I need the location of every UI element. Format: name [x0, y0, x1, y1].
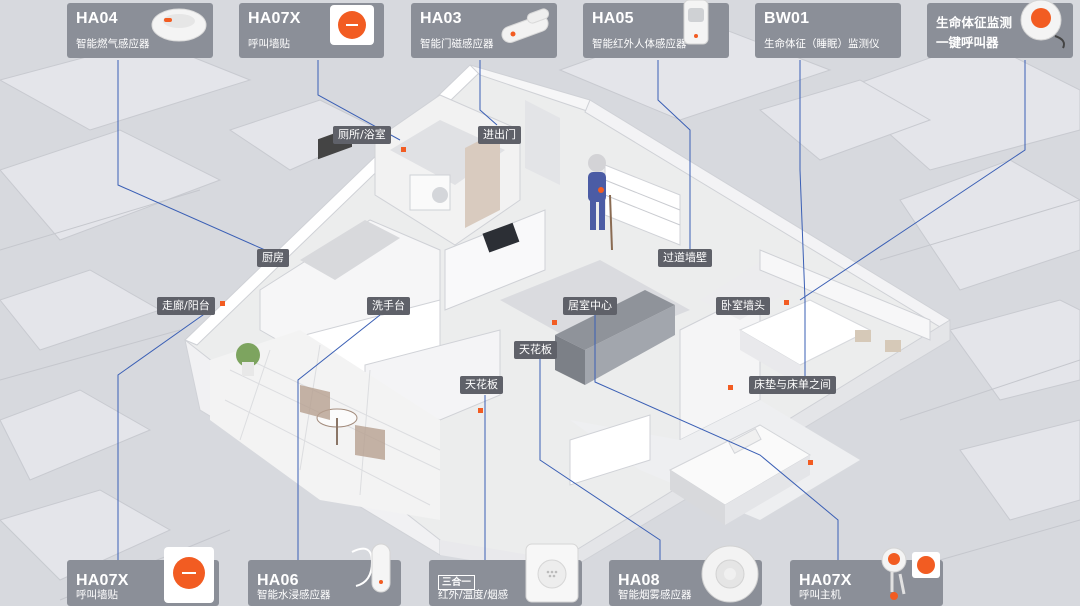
room-tag-ceiling-1: 天花板 — [514, 341, 557, 359]
vital-sign-pendant-icon — [1020, 0, 1065, 49]
three-in-one-sensor-icon — [525, 543, 579, 603]
room-tag-balcony: 走廊/阳台 — [157, 297, 215, 315]
device-badge: 三合一 — [438, 572, 476, 590]
device-model: HA07X — [248, 10, 301, 27]
call-button-icon — [164, 547, 214, 603]
device-model: HA07X — [76, 572, 129, 589]
room-tag-entrance: 进出门 — [478, 126, 521, 144]
device-description: 红外/温度/烟感 — [438, 589, 509, 601]
device-model: HA08 — [618, 572, 660, 589]
gas-detector-icon — [151, 8, 207, 42]
device-description: 生命体征（睡眠）监测仪 — [764, 38, 880, 50]
device-card-ha08[interactable]: HA08 智能烟雾感应器 — [609, 545, 762, 606]
device-description: 智能水浸感应器 — [257, 589, 331, 601]
device-card-bw01[interactable]: BW01 生命体征（睡眠）监测仪 — [755, 3, 901, 58]
room-tag-bedroom-head: 卧室墙头 — [716, 297, 770, 315]
device-description: 智能门磁感应器 — [420, 38, 494, 50]
device-description: 一键呼叫器 — [936, 35, 999, 50]
device-card-ha05[interactable]: HA05 智能红外人体感应器 — [583, 0, 729, 58]
device-model: HA07X — [799, 572, 852, 589]
device-card-ha04[interactable]: HA04 智能燃气感应器 — [67, 3, 213, 58]
device-description: 呼叫墙贴 — [248, 38, 290, 50]
call-button-icon — [330, 5, 374, 45]
room-tag-corridor: 过道墙壁 — [658, 249, 712, 267]
device-card-ha03[interactable]: HA03 智能门磁感应器 — [411, 3, 557, 58]
device-model: BW01 — [764, 10, 810, 27]
room-tag-bathroom: 厕所/浴室 — [333, 126, 391, 144]
device-card-vital-sign[interactable]: 生命体征监测 一键呼叫器 — [927, 0, 1073, 58]
infrared-sensor-icon — [683, 0, 709, 45]
room-tag-washbasin: 洗手台 — [367, 297, 410, 315]
device-model: HA04 — [76, 10, 118, 27]
device-description: 呼叫墙贴 — [76, 589, 118, 601]
device-model: 生命体征监测 — [936, 16, 1013, 30]
device-card-ha06[interactable]: HA06 智能水浸感应器 — [248, 543, 401, 606]
device-card-three-in-one[interactable]: 三合一 红外/温度/烟感 — [429, 543, 582, 606]
room-tag-living-center: 居室中心 — [563, 297, 617, 315]
device-model: HA06 — [257, 572, 299, 589]
smoke-detector-icon — [701, 545, 759, 603]
device-model: HA03 — [420, 10, 462, 27]
device-card-ha07x-wall[interactable]: HA07X 呼叫墙贴 — [239, 3, 384, 58]
room-tag-mattress: 床垫与床单之间 — [749, 376, 836, 394]
device-card-ha07x-host[interactable]: HA07X 呼叫主机 — [790, 547, 943, 606]
three-in-one-badge: 三合一 — [438, 575, 476, 590]
water-leak-sensor-icon — [351, 543, 391, 593]
device-model: HA05 — [592, 10, 634, 27]
call-host-icon — [881, 547, 940, 600]
device-card-ha07x-bottom[interactable]: HA07X 呼叫墙贴 — [67, 547, 219, 606]
device-description: 智能燃气感应器 — [76, 38, 150, 50]
device-description: 呼叫主机 — [799, 589, 841, 601]
room-tag-kitchen: 厨房 — [257, 249, 289, 267]
door-sensor-icon — [501, 8, 550, 43]
device-description: 智能烟雾感应器 — [618, 589, 692, 601]
device-description: 智能红外人体感应器 — [592, 38, 687, 50]
room-tag-ceiling-2: 天花板 — [460, 376, 503, 394]
